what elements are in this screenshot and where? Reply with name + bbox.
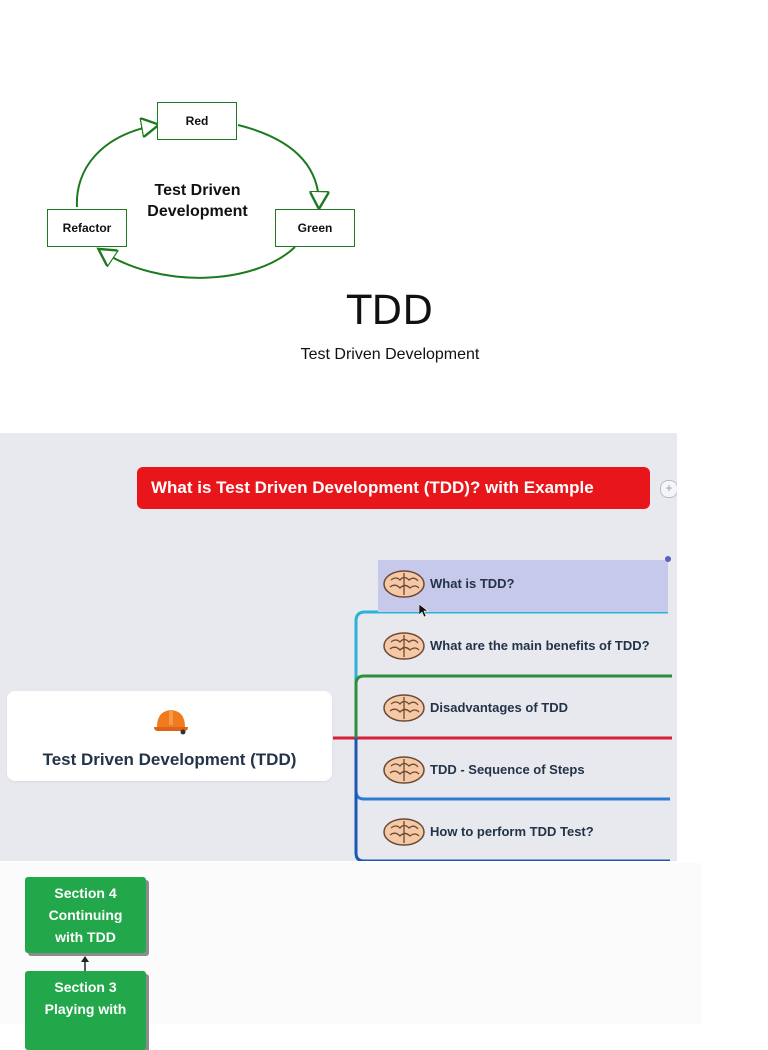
mindmap-node-label: How to perform TDD Test? (430, 824, 594, 839)
brain-icon (383, 570, 425, 598)
selection-handle[interactable] (665, 556, 671, 562)
mindmap-node-benefits[interactable]: What are the main benefits of TDD? (378, 626, 668, 666)
cycle-step-green: Green (275, 209, 355, 247)
section-4-line1: Section 4 (54, 885, 117, 901)
cycle-arrows (75, 95, 370, 279)
cycle-center-line2: Development (147, 203, 248, 220)
mindmap-root-node[interactable]: Test Driven Development (TDD) (7, 691, 332, 781)
slide-title: TDD (346, 288, 434, 334)
cycle-center-label: Test Driven Development (130, 180, 265, 222)
mindmap-node-label: What is TDD? (430, 576, 515, 591)
mindmap-title-banner[interactable]: What is Test Driven Development (TDD)? w… (137, 467, 650, 509)
arrow-refactor-to-red (75, 125, 157, 208)
section-3-box: Section 3 Playing with (25, 971, 146, 1050)
mindmap-node-label: What are the main benefits of TDD? (430, 638, 650, 653)
section-4-box: Section 4 Continuing with TDD (25, 877, 146, 953)
slide-subtitle: Test Driven Development (300, 346, 480, 363)
section-4-line2: Continuing (48, 907, 123, 923)
arrow-red-to-green (237, 124, 319, 207)
hard-hat-icon (154, 710, 188, 735)
course-flowchart: Section 4 Continuing with TDD Section 3 … (0, 863, 702, 1050)
brain-icon (383, 756, 425, 784)
cycle-center-line1: Test Driven (154, 182, 241, 199)
arrow-green-to-refactor (100, 246, 296, 279)
arrow-up-icon (81, 956, 89, 972)
mindmap-node-disadvantages[interactable]: Disadvantages of TDD (378, 688, 668, 728)
mindmap-panel: What is Test Driven Development (TDD)? w… (0, 433, 677, 861)
tdd-cycle-diagram: Red Green Refactor Test Driven Developme… (40, 95, 370, 295)
mindmap-node-sequence[interactable]: TDD - Sequence of Steps (378, 750, 668, 790)
branch-line-benefits (354, 674, 672, 738)
mindmap-node-what-is-tdd[interactable]: What is TDD? (378, 560, 668, 612)
mouse-cursor-icon (419, 604, 429, 618)
section-4-line3: with TDD (55, 929, 116, 945)
cycle-step-red: Red (157, 102, 237, 140)
branch-line-what-is (354, 610, 668, 738)
expand-plus-icon[interactable]: + (660, 480, 677, 498)
brain-icon (383, 694, 425, 722)
mindmap-node-label: Disadvantages of TDD (430, 700, 568, 715)
brain-icon (383, 632, 425, 660)
section-3-line1: Section 3 (54, 979, 117, 995)
cycle-step-refactor: Refactor (47, 209, 127, 247)
mindmap-node-label: TDD - Sequence of Steps (430, 762, 585, 777)
brain-icon (383, 818, 425, 846)
mindmap-root-label: Test Driven Development (TDD) (42, 750, 297, 769)
section-3-line2: Playing with (44, 1001, 127, 1017)
mindmap-node-perform[interactable]: How to perform TDD Test? (378, 812, 668, 852)
